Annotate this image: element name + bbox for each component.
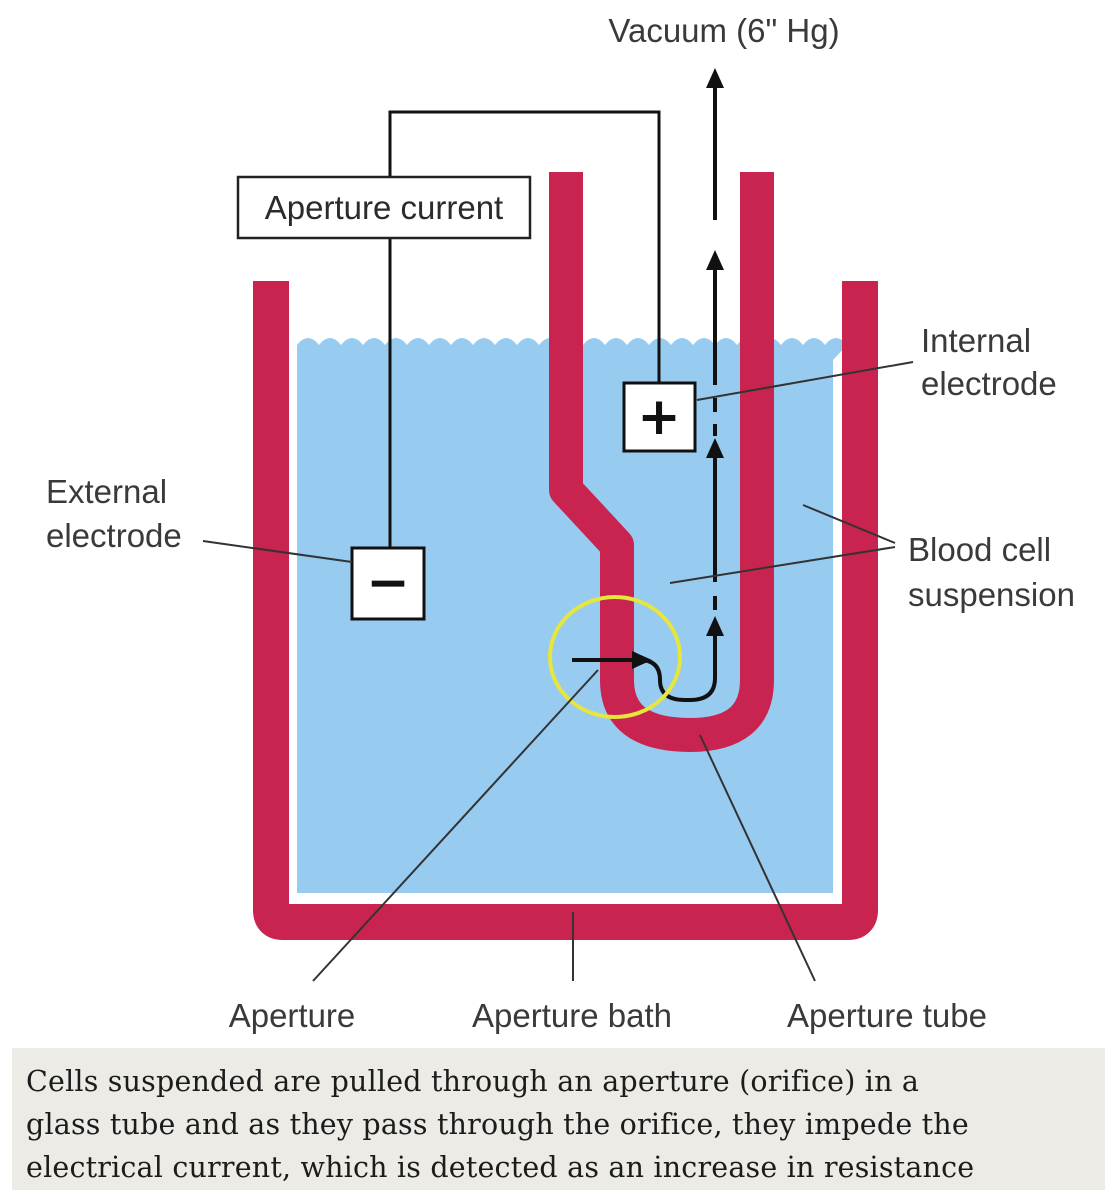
- internal-electrode-label-line2: electrode: [921, 365, 1057, 402]
- minus-sign: −: [366, 553, 410, 613]
- flow-arrows: [572, 80, 717, 702]
- aperture-current-label: Aperture current: [265, 189, 503, 226]
- leader-lines: [202, 361, 914, 982]
- vacuum-arrowhead: [706, 68, 724, 88]
- arrowheads: [632, 68, 724, 669]
- external-electrode-label-line1: External: [46, 473, 167, 510]
- aperture-bath-vessel: [253, 281, 878, 940]
- caption-line-2: glass tube and as they pass through the …: [26, 1108, 969, 1141]
- internal-electrode: +: [622, 381, 697, 453]
- aperture-tube-left-wall: [549, 172, 774, 752]
- aperture-tube-label: Aperture tube: [787, 997, 987, 1034]
- external-electrode-label-line2: electrode: [46, 517, 182, 554]
- caption-line-3: electrical current, which is detected as…: [26, 1151, 975, 1184]
- blood-cell-label-line1: Blood cell: [908, 531, 1051, 568]
- aperture-label: Aperture: [229, 997, 356, 1034]
- circuit-wire: [388, 110, 661, 548]
- aperture-bath-label: Aperture bath: [472, 997, 672, 1034]
- internal-electrode-label-line1: Internal: [921, 322, 1031, 359]
- aperture-current-box: Aperture current: [236, 175, 532, 240]
- vacuum-label: Vacuum (6" Hg): [608, 12, 839, 49]
- caption-line-1: Cells suspended are pulled through an ap…: [26, 1065, 920, 1098]
- aperture-highlight-circle: [548, 595, 682, 719]
- caption-box: Cells suspended are pulled through an ap…: [12, 1048, 1105, 1190]
- blood-cell-label-line2: suspension: [908, 576, 1075, 613]
- plus-sign: +: [637, 387, 681, 447]
- external-electrode: −: [350, 546, 426, 621]
